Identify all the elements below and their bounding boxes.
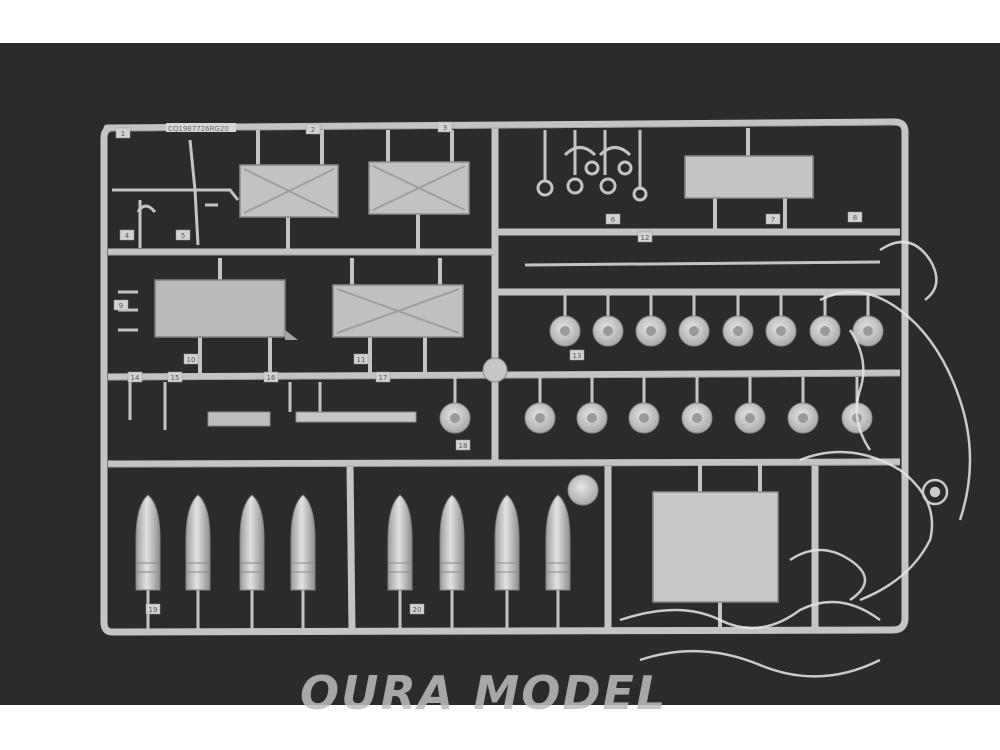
crate-lid-part bbox=[368, 130, 470, 252]
road-wheel bbox=[765, 295, 797, 347]
crate-lid-part bbox=[239, 130, 339, 252]
road-wheel bbox=[549, 295, 581, 347]
part-number: 19 bbox=[149, 606, 158, 614]
part-number: 3 bbox=[443, 124, 447, 132]
part-number-tag: 13 bbox=[569, 349, 585, 361]
part-number-tag: 1 bbox=[115, 127, 131, 139]
road-wheel bbox=[681, 377, 713, 434]
part-number: 18 bbox=[459, 442, 468, 450]
shell bbox=[185, 494, 211, 630]
part-number-tag: 20 bbox=[409, 603, 425, 615]
part-number: 14 bbox=[131, 374, 140, 382]
road-wheel bbox=[852, 295, 884, 347]
part-number-tag: 9 bbox=[113, 299, 129, 311]
part-number: 4 bbox=[125, 232, 130, 240]
part-number-tag: 10 bbox=[183, 353, 199, 365]
part-number-tag: 3 bbox=[437, 121, 453, 133]
sprue-code: CQ1987726RG20 bbox=[168, 125, 229, 133]
part-number-tag: 8 bbox=[847, 211, 863, 223]
road-wheel bbox=[576, 377, 608, 434]
part-number-tag: 15 bbox=[167, 371, 183, 383]
dragon-watermark bbox=[619, 240, 972, 678]
part-number: 1 bbox=[121, 130, 125, 138]
road-wheel bbox=[787, 377, 819, 434]
shell bbox=[239, 494, 265, 630]
shell bbox=[494, 494, 520, 630]
part-number-tag: 14 bbox=[127, 371, 143, 383]
wheel-row-lower bbox=[524, 377, 873, 434]
road-wheel bbox=[524, 377, 556, 434]
part-number: 6 bbox=[611, 216, 616, 224]
road-wheel bbox=[809, 295, 841, 347]
road-wheel bbox=[635, 295, 667, 347]
part-number-tag: 6 bbox=[605, 213, 621, 225]
bracket-part bbox=[207, 411, 271, 427]
wheel-row-upper bbox=[549, 295, 884, 347]
crate-box-part bbox=[154, 258, 298, 377]
part-number: 7 bbox=[771, 216, 775, 224]
road-wheel bbox=[628, 377, 660, 434]
shell bbox=[387, 494, 413, 630]
hook-parts bbox=[536, 130, 648, 202]
shell bbox=[545, 494, 571, 630]
part-number: 2 bbox=[311, 126, 315, 134]
watermark-text: OURA MODEL bbox=[300, 666, 668, 720]
part-number: 20 bbox=[413, 606, 422, 614]
road-wheel bbox=[722, 295, 754, 347]
box-part bbox=[684, 128, 814, 232]
part-number: 17 bbox=[379, 374, 388, 382]
road-wheel bbox=[678, 295, 710, 347]
small-parts bbox=[112, 139, 322, 430]
shell-parts bbox=[135, 494, 571, 630]
part-number: 15 bbox=[171, 374, 180, 382]
part-number-tag: 4 bbox=[119, 229, 135, 241]
part-number: 13 bbox=[573, 352, 582, 360]
part-number-tag: 12 bbox=[637, 231, 653, 243]
part-number: 10 bbox=[187, 356, 196, 364]
strip-part bbox=[295, 411, 417, 423]
part-number-tag: 11 bbox=[353, 353, 369, 365]
part-number-tag: 18 bbox=[455, 439, 471, 451]
part-number: 8 bbox=[853, 214, 857, 222]
part-number-tag: 5 bbox=[175, 229, 191, 241]
crate-lid-part bbox=[332, 258, 464, 377]
part-number: 5 bbox=[181, 232, 185, 240]
part-number: 12 bbox=[641, 234, 650, 242]
part-number-tag: 16 bbox=[263, 371, 279, 383]
part-number: 9 bbox=[119, 302, 123, 310]
shell bbox=[290, 494, 316, 630]
shell bbox=[439, 494, 465, 630]
part-number-tag: 2 bbox=[305, 123, 321, 135]
wheel-part bbox=[439, 357, 599, 506]
part-number-tag: 7 bbox=[765, 213, 781, 225]
part-number-tag: 19 bbox=[145, 603, 161, 615]
rod-part bbox=[524, 260, 881, 267]
part-number: 11 bbox=[357, 356, 366, 364]
sprue-code-plate bbox=[166, 123, 236, 132]
part-number-tag: 17 bbox=[375, 371, 391, 383]
road-wheel bbox=[734, 377, 766, 434]
road-wheel bbox=[592, 295, 624, 347]
sprue-frame bbox=[100, 118, 909, 636]
ammo-box-part bbox=[652, 464, 779, 630]
part-number: 16 bbox=[267, 374, 276, 382]
